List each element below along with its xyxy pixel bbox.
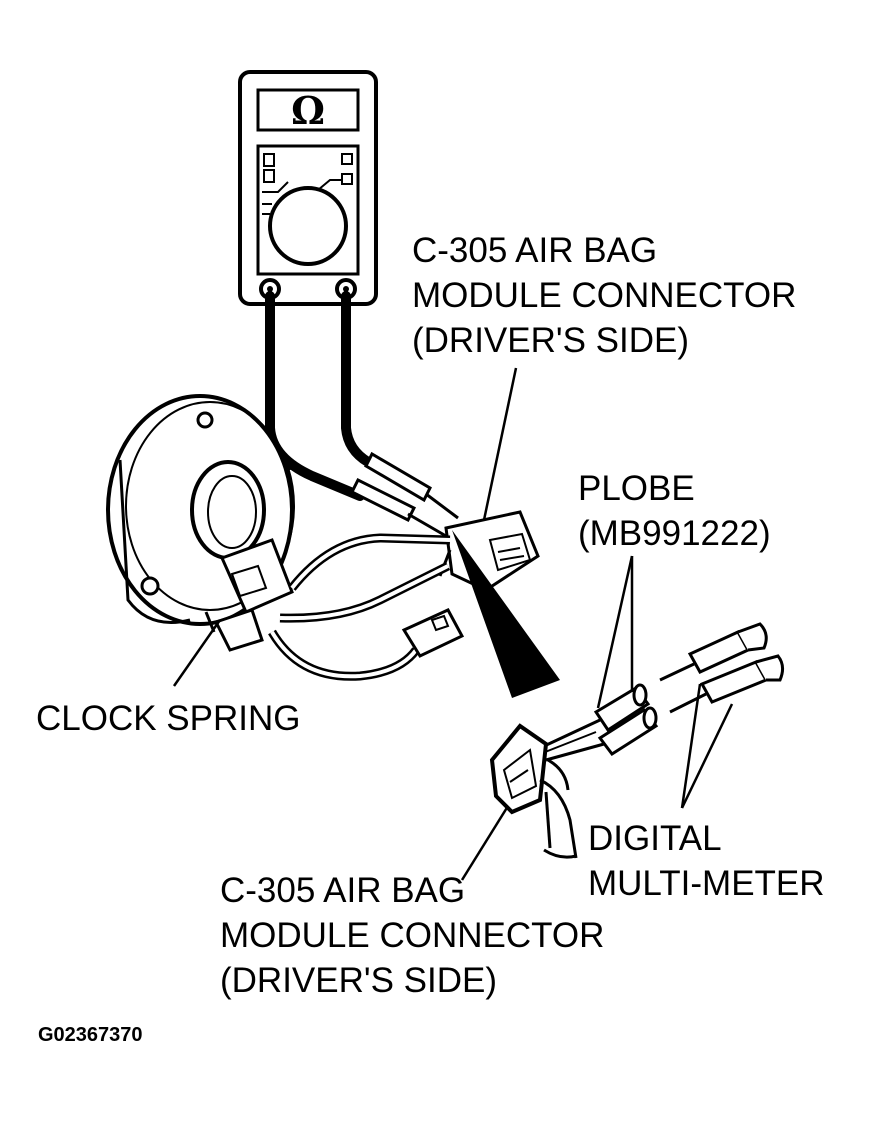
figure-code: G02367370 [38, 1024, 143, 1046]
multimeter-icon: Ω [238, 70, 378, 306]
label-probe-line1: PLOBE [578, 469, 695, 508]
label-dmm-line1: DIGITAL [588, 819, 722, 858]
meter-probe-tips [659, 622, 785, 714]
label-connector-top-line1: C-305 AIR BAG [412, 231, 658, 270]
connector-bottom-icon [489, 723, 578, 859]
label-clock-spring-text: CLOCK SPRING [36, 699, 301, 738]
probe-icon [539, 683, 659, 762]
label-digital-multimeter: DIGITAL MULTI-METER [588, 816, 825, 906]
label-probe-line2: (MB991222) [578, 514, 771, 553]
connector-icon [438, 510, 540, 592]
clock-spring-icon [106, 394, 295, 652]
label-connector-bottom-line3: (DRIVER'S SIDE) [220, 961, 497, 1000]
label-connector-top-line3: (DRIVER'S SIDE) [412, 321, 689, 360]
clock-spring-wires [268, 533, 465, 681]
meter-display-symbol: Ω [291, 88, 325, 133]
label-connector-top: C-305 AIR BAG MODULE CONNECTOR (DRIVER'S… [412, 228, 796, 363]
label-dmm-line2: MULTI-METER [588, 864, 825, 903]
label-connector-bottom-line1: C-305 AIR BAG [220, 871, 466, 910]
label-connector-top-line2: MODULE CONNECTOR [412, 276, 797, 315]
label-probe: PLOBE (MB991222) [578, 466, 771, 556]
label-connector-bottom: C-305 AIR BAG MODULE CONNECTOR (DRIVER'S… [220, 868, 604, 1003]
label-clock-spring: CLOCK SPRING [36, 696, 301, 741]
magnify-wedge [452, 530, 560, 698]
leader-lines [172, 367, 734, 881]
label-connector-bottom-line2: MODULE CONNECTOR [220, 916, 605, 955]
